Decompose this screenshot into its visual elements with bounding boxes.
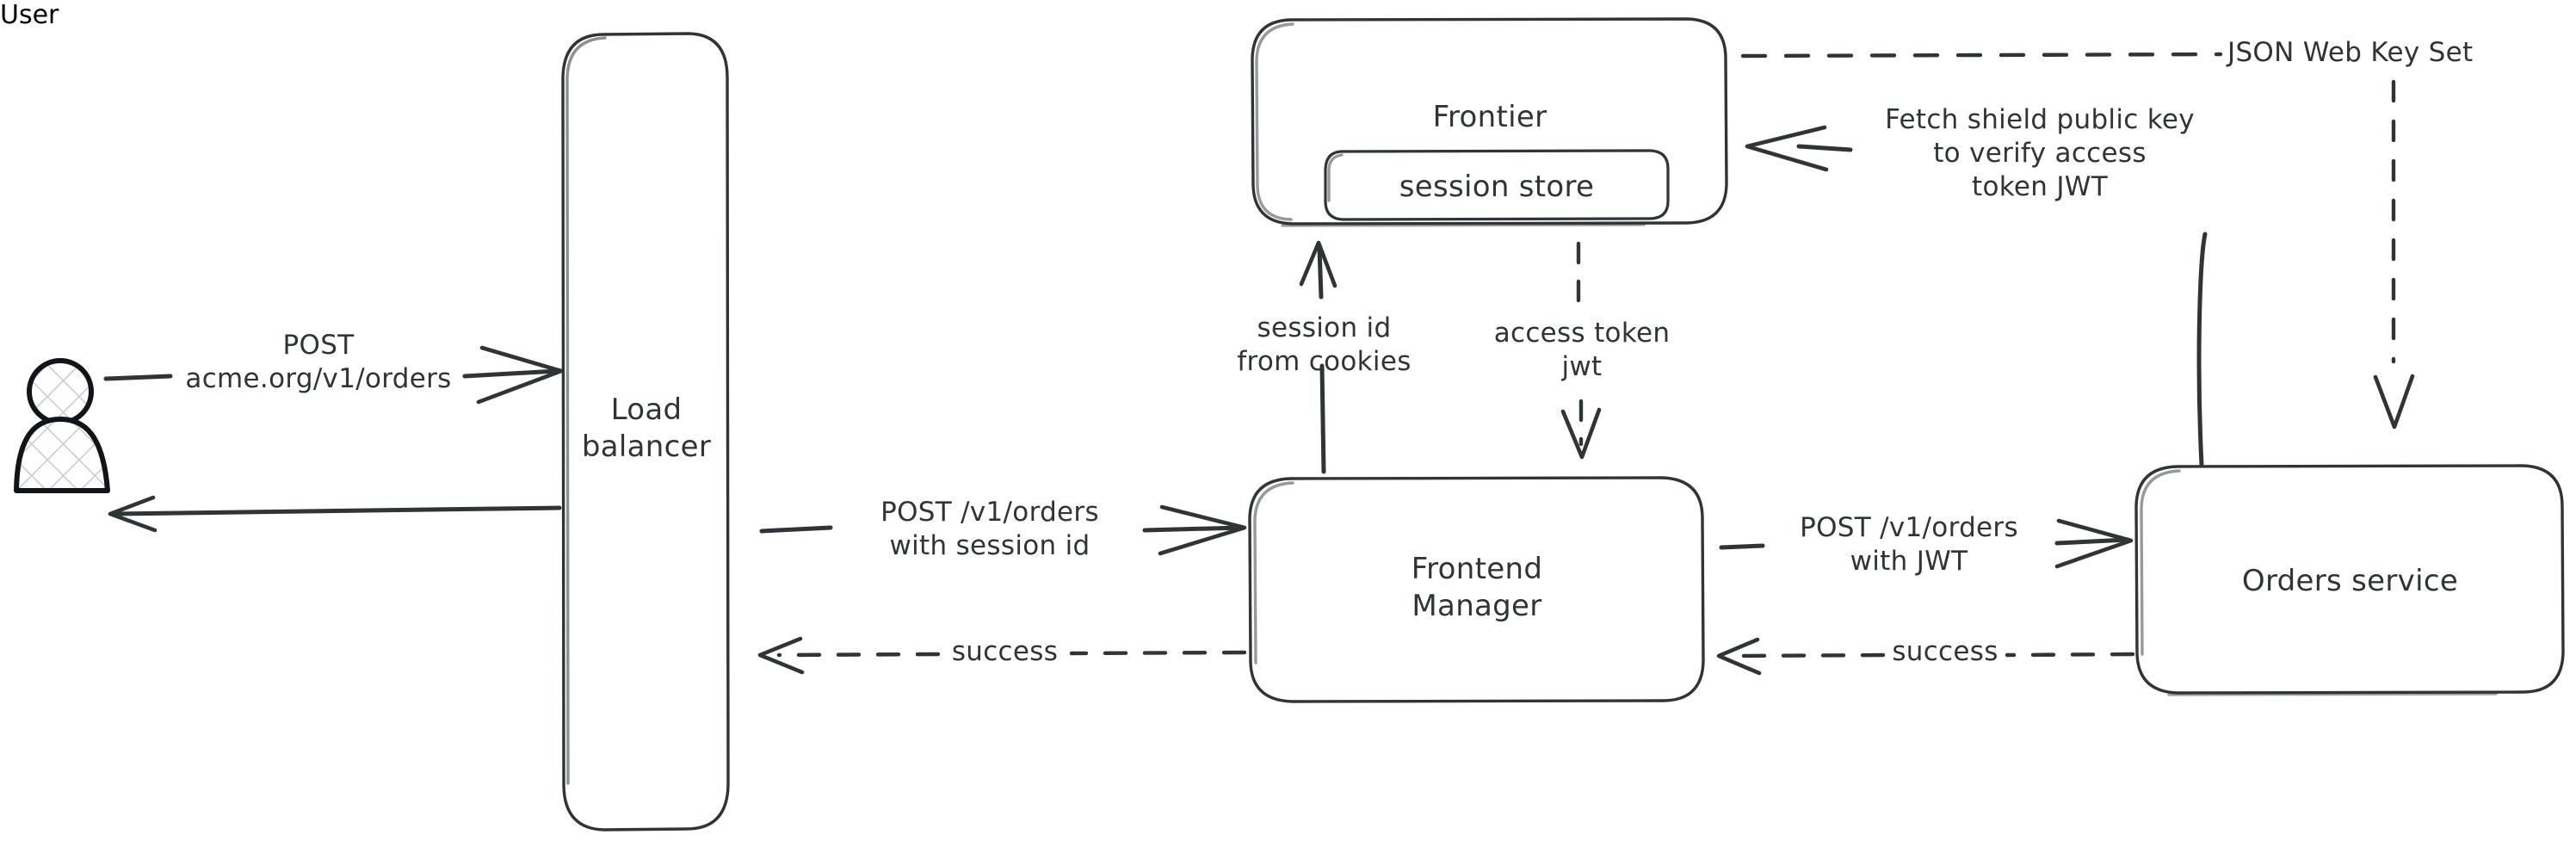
edge-orders-to-frontier — [1745, 125, 2208, 467]
edge-lb-to-user — [108, 495, 562, 533]
edge-fm-to-frontier — [1299, 240, 1337, 474]
load-balancer-node[interactable] — [561, 32, 730, 832]
edge-fm-to-orders — [1719, 518, 2134, 569]
edge-frontier-jwks — [1740, 52, 2415, 430]
session-store-node[interactable] — [1324, 149, 1670, 221]
edge-frontier-to-fm — [1560, 241, 1602, 460]
frontend-manager-node[interactable] — [1248, 476, 1705, 703]
orders-service-node[interactable] — [2134, 464, 2565, 696]
edge-user-to-lb — [103, 345, 564, 405]
edge-orders-to-fm-success — [1716, 637, 2135, 676]
edge-lb-to-fm — [759, 504, 1247, 556]
person-icon — [14, 358, 110, 493]
user-actor-label: User — [0, 0, 59, 30]
edge-fm-to-lb-success — [757, 636, 1247, 675]
